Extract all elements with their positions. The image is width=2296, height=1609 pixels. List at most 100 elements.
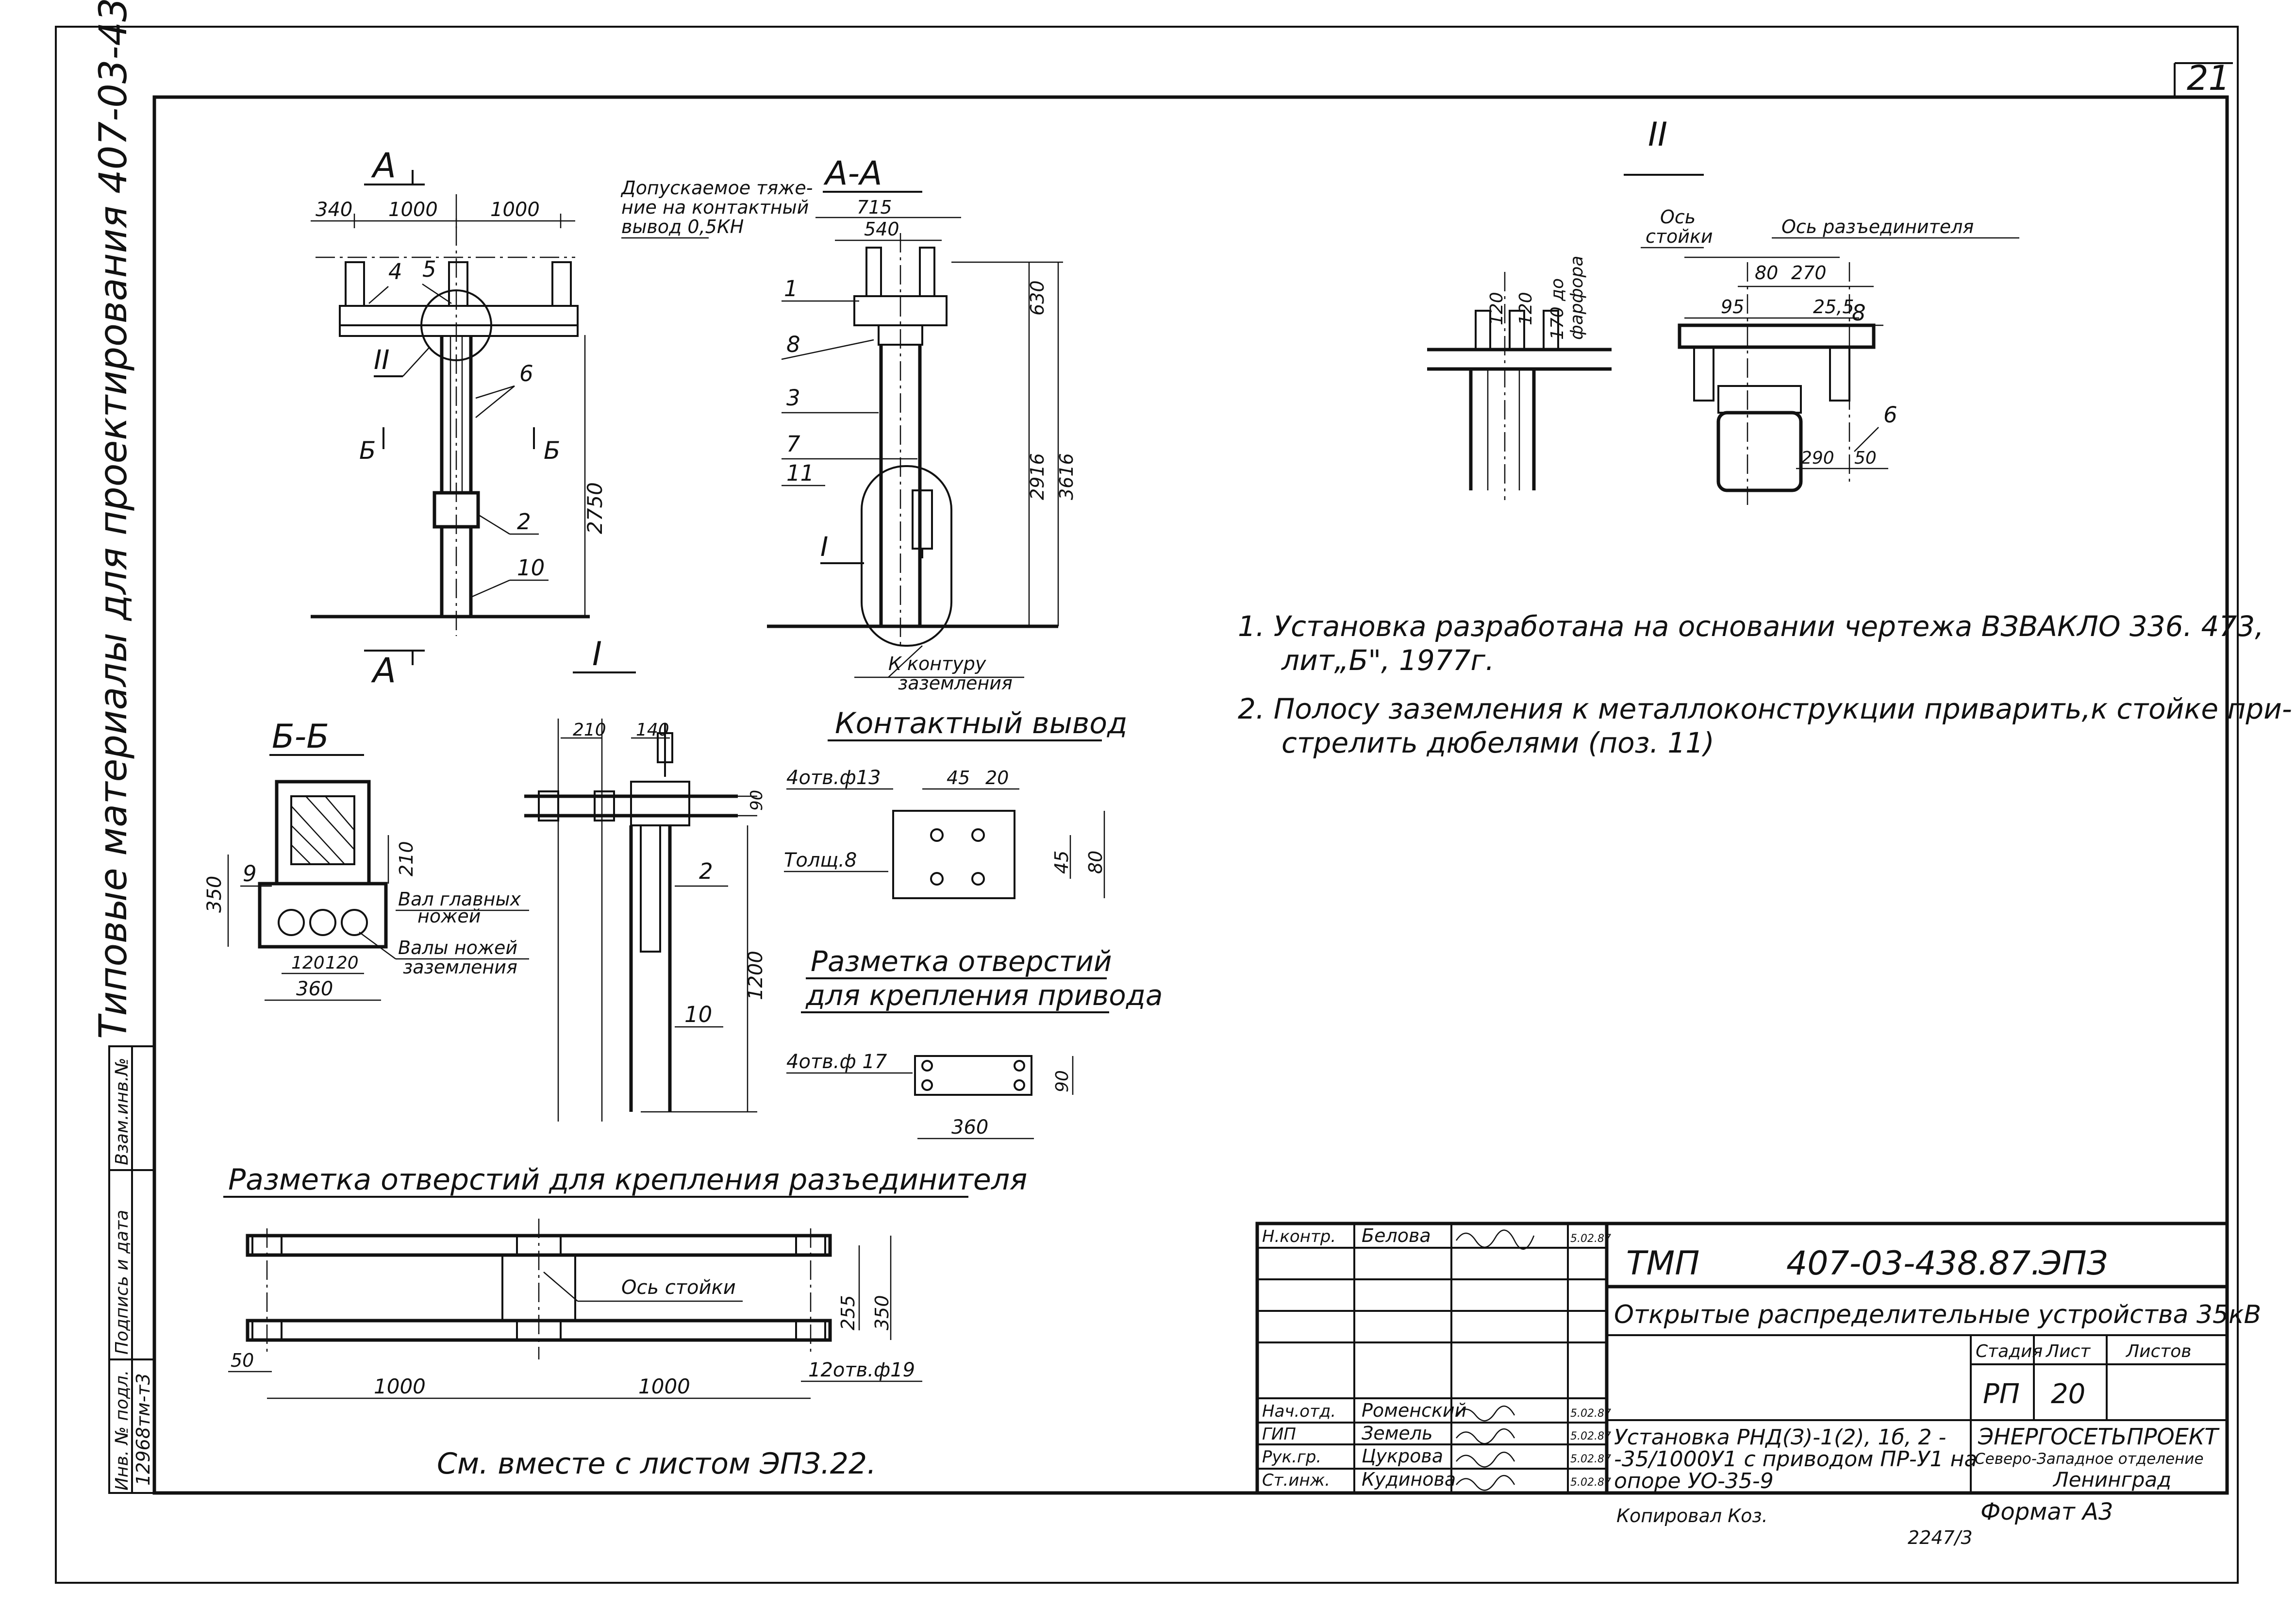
dim-1000a: 1000 [388, 199, 438, 221]
drive-title-2: для крепления привода [805, 979, 1163, 1012]
disc-axis-post: Ось стойки [621, 1276, 736, 1299]
front-pos-4: 4 [388, 259, 402, 285]
contact-thickness: Толщ.8 [784, 849, 857, 872]
tb-header-sheet: Лист [2045, 1341, 2091, 1361]
tb-row0-date: 5.02.87 [1570, 1233, 1611, 1245]
node-ii-view: II Ось стойки Ось разъединителя 120 120 … [1427, 116, 2019, 505]
node2-dim-270: 270 [1791, 262, 1827, 284]
tb-row6-date: 5.02.87 [1570, 1453, 1611, 1465]
aa-note-line3: вывод 0,5КН [621, 216, 744, 237]
dim-630: 630 [1027, 280, 1048, 316]
tb-row5-name: Земель [1362, 1423, 1432, 1444]
see-also-note: См. вместе с листом ЭПЗ.22. [437, 1447, 876, 1481]
dim-340: 340 [316, 199, 352, 221]
node1-dim-90: 90 [747, 790, 766, 811]
contact-terminal-view: Контактный вывод 4отв.ф13 45 20 Толщ.8 4… [784, 706, 1127, 899]
tb-row6-role: Рук.гр. [1262, 1447, 1321, 1467]
dim-3616: 3616 [1056, 453, 1077, 500]
disc-dim-1000a: 1000 [374, 1374, 426, 1398]
bb-dim-350: 350 [203, 876, 226, 913]
tb-description-2: -35/1000У1 с приводом ПР-У1 на [1614, 1447, 1977, 1472]
inv-no-value: 12968тм-т3 [133, 1373, 154, 1486]
disc-dim-350: 350 [871, 1295, 893, 1330]
bb-label-main-2: ножей [417, 905, 481, 927]
node2-dim-120b: 120 [1516, 292, 1536, 325]
drive-title-1: Разметка отверстий [811, 945, 1112, 978]
disconnector-marking-view: Разметка отверстий для крепления разъеди… [223, 1163, 1027, 1399]
front-pos-6: 6 [519, 361, 533, 386]
note-2-line2: стрелить дюбелями (поз. 11) [1281, 726, 1714, 759]
aa-pos-1: 1 [784, 276, 798, 302]
tb-row7-name: Кудинова [1362, 1469, 1456, 1490]
section-bb-view: Б-Б 9 350 210 Вал главных ножей Валы нож… [203, 718, 529, 1001]
disc-holes: 12отв.ф19 [808, 1359, 915, 1381]
aa-pos-8: 8 [786, 332, 800, 357]
bb-dim-360: 360 [296, 978, 333, 1000]
tb-row7-role: Ст.инж. [1262, 1471, 1330, 1490]
section-b-left: Б [359, 436, 376, 465]
tb-sheet: 20 [2051, 1378, 2085, 1410]
drive-mounting-view: Разметка отверстий для крепления привода… [786, 945, 1163, 1140]
node2-dim-50: 50 [1854, 448, 1877, 468]
note-1-line1: 1. Установка разработана на основании че… [1238, 610, 2264, 643]
node1-pos-2: 2 [699, 858, 713, 884]
dim-1000b: 1000 [490, 199, 540, 221]
vertical-title: Типовые материалы для проектирования 407… [92, 0, 135, 1039]
node2-pos-6: 6 [1883, 402, 1897, 428]
node2-dim-80: 80 [1755, 262, 1778, 284]
node1-pos-10: 10 [684, 1002, 712, 1027]
tb-format: Формат А3 [1980, 1498, 2113, 1525]
tb-header-sheets: Листов [2125, 1341, 2191, 1361]
node2-dim-170-porcelain: фарфора [1567, 256, 1587, 340]
signature-scribble [1456, 1405, 1515, 1422]
dim-2916: 2916 [1027, 453, 1048, 500]
signature-scribble [1456, 1475, 1515, 1491]
aa-note-line2: ние на контактный [621, 197, 809, 218]
tb-header-stage: Стадия [1976, 1341, 2043, 1361]
contact-dim-45v: 45 [1051, 851, 1072, 874]
node2-dim-25-5: 25,5 [1813, 296, 1854, 318]
general-notes: 1. Установка разработана на основании че… [1238, 610, 2292, 759]
contact-dim-80: 80 [1085, 851, 1106, 874]
front-pos-2: 2 [517, 509, 531, 535]
node2-axis-post-2: стойки [1646, 226, 1713, 247]
node-i-view: I 210 140 90 1200 2 10 [524, 635, 767, 1122]
front-pos-10: 10 [517, 555, 545, 581]
node2-dim-95: 95 [1721, 296, 1744, 318]
section-aa-title: А-А [823, 154, 882, 193]
section-bb-title: Б-Б [272, 718, 329, 756]
front-view: А 340 1000 1000 II 4 5 [311, 146, 607, 690]
bb-pos-9: 9 [243, 861, 257, 887]
signature-scribble [1456, 1451, 1515, 1468]
aa-ground-line1: К контуру [888, 653, 986, 674]
signature-scribble [1455, 1229, 1535, 1250]
tb-stage: РП [1983, 1378, 2020, 1410]
bb-label-ground-2: заземления [403, 956, 517, 978]
tb-code: 407-03-438.87. [1786, 1244, 2041, 1283]
sheet-number: 21 [2187, 58, 2230, 98]
inner-border [152, 95, 2229, 1495]
contact-dim-45: 45 [947, 767, 970, 788]
tb-org-3: Ленинград [2052, 1468, 2171, 1492]
disc-dim-255: 255 [837, 1295, 859, 1330]
tb-code-prefix: ТМП [1626, 1244, 1699, 1283]
aa-ground-line2: заземления [898, 672, 1013, 694]
title-block: ТМП 407-03-438.87. ЭПЗ Открытые распреде… [1255, 1222, 2261, 1495]
node2-axis-post-1: Ось [1660, 206, 1696, 228]
node-ii-label: II [374, 344, 389, 375]
tb-description-3: опоре УО-35-9 [1614, 1469, 1774, 1493]
aa-pos-7: 7 [786, 431, 800, 457]
front-pos-5: 5 [422, 256, 436, 282]
bb-dim-120a: 120 [291, 953, 325, 973]
contact-title: Контактный вывод [835, 706, 1127, 740]
dim-715: 715 [857, 197, 892, 218]
replace-inv-label: Взам.инв.№ [112, 1057, 132, 1165]
node2-axis-disconnector: Ось разъединителя [1781, 216, 1974, 237]
section-mark-a-bottom: А [371, 651, 396, 690]
bb-dim-210: 210 [396, 841, 417, 876]
tb-order-no: 2247/3 [1908, 1527, 1973, 1548]
aa-pos-3: 3 [786, 385, 800, 411]
contact-dim-20: 20 [985, 767, 1009, 788]
signature-date-label: Подпись и дата [112, 1210, 132, 1355]
node1-dim-1200: 1200 [745, 951, 767, 1000]
